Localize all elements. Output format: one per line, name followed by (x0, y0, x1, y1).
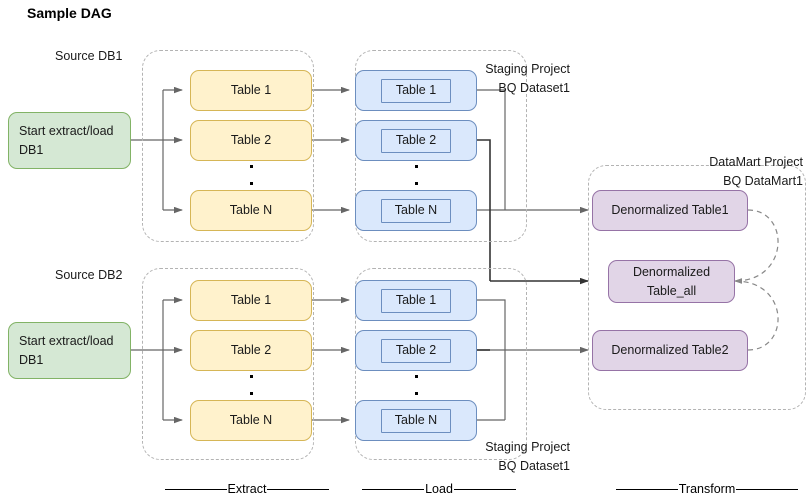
node-load-top-tablen[interactable]: Table N (355, 190, 477, 231)
node-extract-bottom-table2[interactable]: Table 2 (190, 330, 312, 371)
phase-transform-label: Transform (678, 482, 736, 496)
extract-top-table2-label: Table 2 (230, 133, 272, 148)
extract-top-table1-label: Table 1 (230, 83, 272, 98)
node-load-bottom-table1[interactable]: Table 1 (355, 280, 477, 321)
label-staging-top: Staging Project BQ Dataset1 (430, 60, 570, 98)
page-title: Sample DAG (27, 5, 112, 21)
load-top-table1-inner: Table 1 (381, 78, 451, 103)
extract-bottom-tablen-label: Table N (229, 413, 273, 428)
node-load-top-table2[interactable]: Table 2 (355, 120, 477, 161)
load-bottom-table1-label: Table 1 (395, 293, 437, 308)
group-source-db2 (142, 268, 314, 460)
phase-extract-bar-right (267, 488, 330, 490)
dot (414, 375, 418, 378)
dot (414, 392, 418, 395)
load-bottom-tablen-label: Table N (394, 413, 438, 428)
denorm-table-all-line2: Table_all (646, 283, 697, 298)
start-db2-line2: DB1 (19, 352, 44, 367)
dot (249, 392, 253, 395)
phase-extract: Extract (163, 482, 331, 496)
denorm-table1-label: Denormalized Table1 (611, 203, 729, 218)
extract-bottom-ellipsis (244, 375, 258, 395)
load-top-tablen-label: Table N (394, 203, 438, 218)
phase-load-label: Load (425, 482, 453, 496)
extract-top-ellipsis (244, 165, 258, 185)
phase-load-bar-left (362, 488, 425, 490)
denorm-table-all-line1: Denormalized (632, 265, 711, 280)
phase-extract-bar-left (164, 488, 227, 490)
start-db1-line1: Start extract/load (19, 124, 114, 139)
load-bottom-tablen-inner: Table N (381, 408, 451, 433)
start-db1-line2: DB1 (19, 142, 44, 157)
dot (249, 182, 253, 185)
extract-bottom-table1-label: Table 1 (230, 293, 272, 308)
dot (249, 375, 253, 378)
load-top-table2-inner: Table 2 (381, 128, 451, 153)
dot (249, 165, 253, 168)
extract-bottom-table2-label: Table 2 (230, 343, 272, 358)
node-denormalized-table2[interactable]: Denormalized Table2 (592, 330, 748, 371)
load-top-table2-label: Table 2 (395, 133, 437, 148)
load-top-table1-label: Table 1 (395, 83, 437, 98)
phase-transform-bar-right (736, 488, 799, 490)
denorm-table2-label: Denormalized Table2 (611, 343, 729, 358)
phase-load: Load (355, 482, 523, 496)
load-top-tablen-inner: Table N (381, 198, 451, 223)
label-source-db2: Source DB2 (55, 268, 123, 282)
node-extract-top-table1[interactable]: Table 1 (190, 70, 312, 111)
label-staging-top-line2: BQ Dataset1 (498, 80, 570, 95)
phase-extract-label: Extract (227, 482, 267, 496)
node-extract-top-table2[interactable]: Table 2 (190, 120, 312, 161)
node-extract-bottom-tablen[interactable]: Table N (190, 400, 312, 441)
phase-transform: Transform (612, 482, 802, 496)
node-load-bottom-table2[interactable]: Table 2 (355, 330, 477, 371)
label-staging-bottom: Staging Project BQ Dataset1 (430, 438, 570, 476)
label-datamart: DataMart Project BQ DataMart1 (650, 153, 803, 191)
start-db2-line1: Start extract/load (19, 334, 114, 349)
node-load-bottom-tablen[interactable]: Table N (355, 400, 477, 441)
node-start-extract-load-db1[interactable]: Start extract/load DB1 (8, 112, 131, 169)
label-source-db1: Source DB1 (55, 49, 123, 63)
label-staging-top-line1: Staging Project (485, 62, 570, 76)
load-top-ellipsis (409, 165, 423, 185)
label-staging-bottom-line2: BQ Dataset1 (498, 458, 570, 473)
load-bottom-ellipsis (409, 375, 423, 395)
label-datamart-line2: BQ DataMart1 (723, 173, 803, 188)
phase-transform-bar-left (615, 488, 678, 490)
node-start-extract-load-db2[interactable]: Start extract/load DB1 (8, 322, 131, 379)
load-bottom-table1-inner: Table 1 (381, 288, 451, 313)
node-extract-top-tablen[interactable]: Table N (190, 190, 312, 231)
phase-load-bar-right (453, 488, 516, 490)
load-bottom-table2-inner: Table 2 (381, 338, 451, 363)
load-bottom-table2-label: Table 2 (395, 343, 437, 358)
label-datamart-line1: DataMart Project (709, 155, 803, 169)
node-denormalized-table-all[interactable]: Denormalized Table_all (608, 260, 735, 303)
group-source-db1 (142, 50, 314, 242)
group-datamart (588, 165, 806, 410)
extract-top-tablen-label: Table N (229, 203, 273, 218)
node-extract-bottom-table1[interactable]: Table 1 (190, 280, 312, 321)
dot (414, 165, 418, 168)
node-load-top-table1[interactable]: Table 1 (355, 70, 477, 111)
node-denormalized-table1[interactable]: Denormalized Table1 (592, 190, 748, 231)
dot (414, 182, 418, 185)
label-staging-bottom-line1: Staging Project (485, 440, 570, 454)
